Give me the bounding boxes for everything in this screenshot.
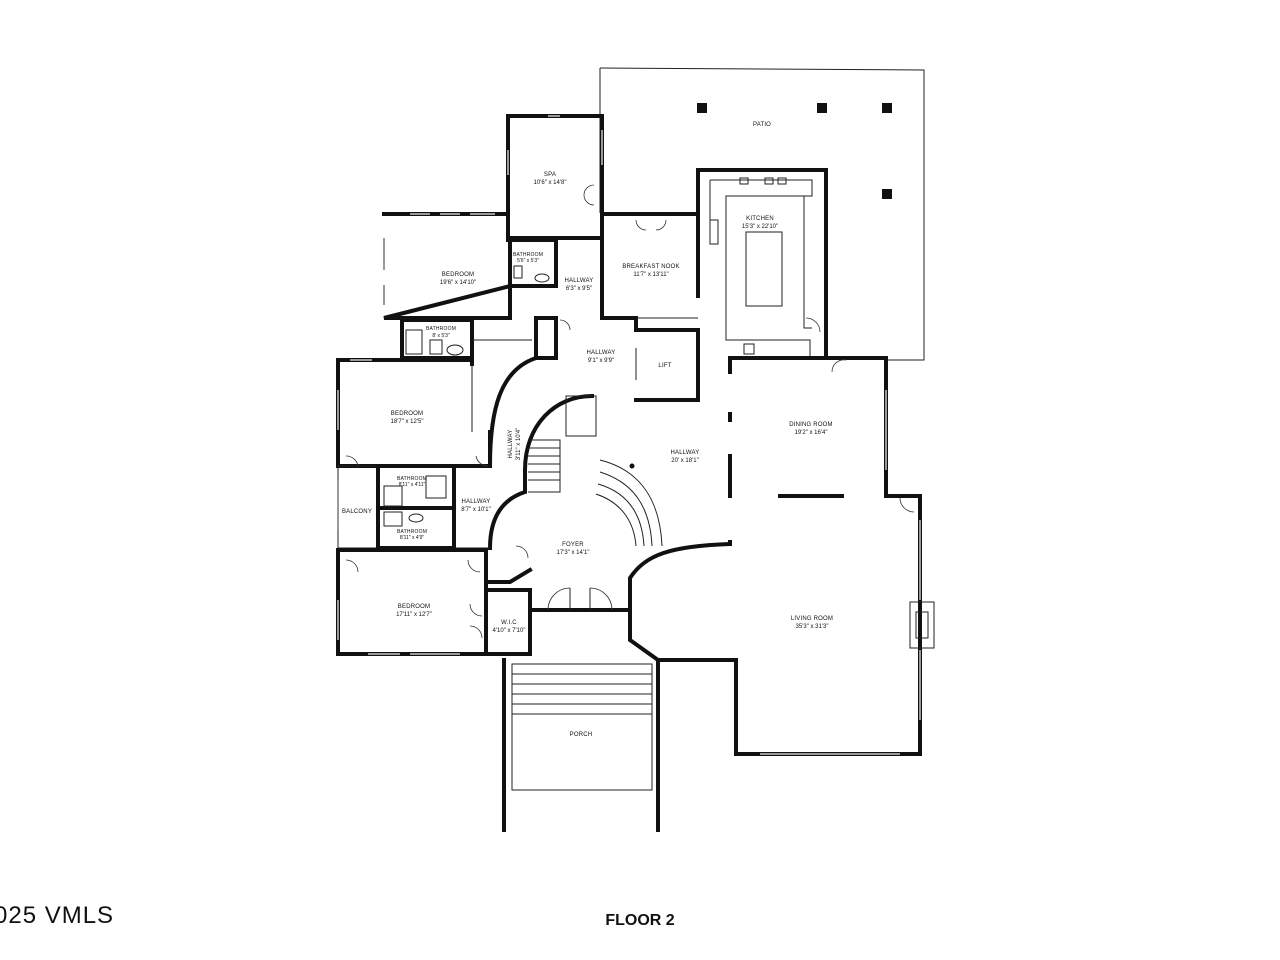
label-hallway-2: HALLWAY: [587, 350, 616, 356]
label-wic: W.I.C: [501, 620, 517, 626]
label-dining-room: DINING ROOM: [789, 422, 833, 428]
label-hallway-1: HALLWAY: [565, 278, 594, 284]
dims-bathroom-4: 8'11" x 4'9": [400, 535, 424, 541]
label-hallway-5: HALLWAY: [462, 499, 491, 505]
floor-title: FLOOR 2: [605, 912, 675, 929]
watermark-text: 025 VMLS: [0, 902, 115, 929]
dims-hallway-1: 6'3" x 9'5": [566, 286, 592, 292]
room-labels: PATIO SPA 10'6" x 14'8" KITCHEN 15'3" x …: [342, 122, 833, 738]
kitchen-fixtures: [709, 177, 821, 358]
label-bedroom-3: BEDROOM: [398, 604, 430, 610]
dims-hallway-2: 9'1" x 9'9": [588, 358, 614, 364]
bedroom-3-walls: [336, 548, 533, 656]
staircase: [528, 395, 663, 547]
dims-bathroom-2: 8' x 5'3": [432, 333, 450, 339]
dims-bathroom-3: 8'11" x 4'11": [399, 482, 426, 488]
label-bathroom-1: BATHROOM: [513, 252, 543, 258]
label-porch: PORCH: [570, 732, 593, 738]
hallway-2-walls: [534, 290, 700, 402]
dims-bedroom-2: 18'7" x 12'5": [391, 419, 424, 425]
dims-spa: 10'6" x 14'8": [534, 180, 567, 186]
label-bathroom-4: BATHROOM: [397, 529, 427, 535]
label-bathroom-2: BATHROOM: [426, 326, 456, 332]
label-hallway-4: HALLWAY: [671, 450, 700, 456]
dims-breakfast-nook: 11'7" x 13'11": [633, 272, 668, 278]
label-bathroom-3: BATHROOM: [397, 476, 427, 482]
dining-room-walls: [728, 356, 920, 498]
bedroom-1-walls: [382, 212, 512, 320]
dims-living-room: 35'3" x 31'3": [796, 624, 829, 630]
dims-dining-room: 19'2" x 16'4": [795, 430, 828, 436]
label-spa: SPA: [544, 172, 556, 178]
dims-bedroom-1: 19'6" x 14'10": [440, 280, 476, 286]
bathroom-2-walls: [400, 318, 532, 360]
label-breakfast-nook: BREAKFAST NOOK: [622, 264, 679, 270]
dims-hallway-5: 8'7" x 10'1": [461, 507, 491, 513]
bathroom-1-walls: [508, 238, 558, 288]
foyer-walls: [515, 541, 733, 656]
dims-hallway-4: 20' x 18'1": [671, 458, 698, 464]
label-living-room: LIVING ROOM: [791, 616, 833, 622]
dims-wic: 4'10" x 7'10": [493, 628, 526, 634]
dims-hallway-3: 3'11" x 10'4": [516, 428, 522, 460]
label-foyer: FOYER: [562, 542, 584, 548]
dims-kitchen: 15'3" x 22'10": [742, 224, 778, 230]
label-bedroom-2: BEDROOM: [391, 411, 423, 417]
living-room-walls: [628, 494, 935, 756]
label-bedroom-1: BEDROOM: [442, 272, 474, 278]
porch-stairs: [502, 658, 660, 832]
dims-bathroom-1: 5'6" x 5'3": [517, 258, 539, 264]
dims-bedroom-3: 17'11" x 12'7": [396, 612, 432, 618]
label-kitchen: KITCHEN: [746, 216, 774, 222]
label-patio: PATIO: [753, 122, 771, 128]
label-lift: LIFT: [658, 363, 671, 369]
dims-foyer: 17'3" x 14'1": [557, 550, 590, 556]
hallway-3-walls: [487, 355, 595, 551]
label-balcony: BALCONY: [342, 509, 372, 515]
label-hallway-3: HALLWAY: [508, 430, 514, 459]
